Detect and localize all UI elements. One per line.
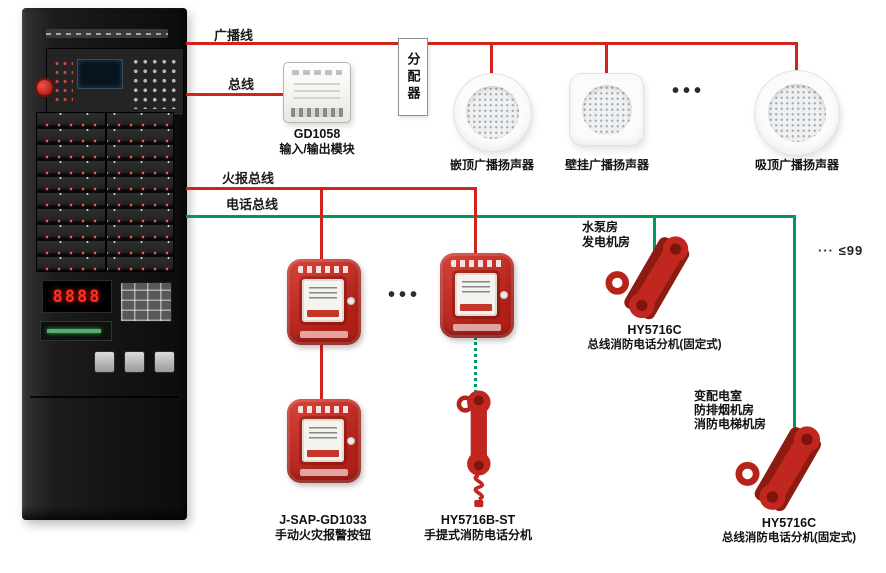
wire-drop-speaker-3	[795, 42, 798, 73]
speaker-recessed	[454, 74, 531, 151]
speaker-grille-icon	[466, 86, 519, 139]
call-point-red-strip	[307, 450, 339, 457]
wire-drop-callpoint-1	[320, 187, 323, 259]
io-module-terminals	[291, 108, 343, 117]
call-point-glass	[302, 279, 344, 322]
fixed-phone-1-icon	[605, 236, 690, 320]
wire-broadcast-right	[427, 42, 798, 45]
call-point-header-text	[298, 406, 350, 413]
speaker-ceiling	[755, 71, 839, 155]
io-module-title-strip	[292, 70, 342, 75]
call-point-ellipsis: •••	[388, 284, 422, 306]
fire-alarm-control-cabinet: 8888	[22, 8, 187, 520]
phone-jack-icon	[500, 291, 508, 299]
speaker-recessed-label: 嵌顶广播扬声器	[449, 158, 534, 172]
io-module-model: GD1058	[293, 127, 341, 141]
call-point-glass	[455, 273, 497, 316]
lcd-screen	[77, 59, 123, 89]
label-fire-bus: 火报总线	[222, 171, 275, 186]
wire-broadcast-left	[186, 42, 399, 45]
portable-phone-label: HY5716B-ST 手提式消防电话分机	[423, 513, 532, 542]
control-switch	[154, 351, 175, 373]
fixed-phone-1-rooms: 水泵房 发电机房	[582, 220, 631, 249]
call-point-footer-text	[453, 324, 501, 331]
panel-button-grid	[131, 57, 179, 109]
control-switch	[124, 351, 145, 373]
call-point-glass	[302, 419, 344, 462]
label-broadcast-line: 广播线	[214, 28, 254, 43]
speaker-ceiling-label: 吸顶广播扬声器	[754, 158, 839, 172]
brand-logo-icon	[35, 78, 54, 97]
wire-drop-speaker-1	[490, 42, 493, 76]
call-point-instructions	[462, 281, 490, 294]
phone-jack-icon	[347, 297, 355, 305]
call-point-red-strip	[307, 310, 339, 317]
control-switch-row	[94, 348, 184, 376]
speaker-grille-icon	[768, 84, 826, 142]
phone-jack-icon	[347, 437, 355, 445]
secondary-display	[40, 321, 112, 341]
keypad	[120, 282, 172, 322]
call-point-instructions	[309, 287, 337, 300]
manual-call-point-3	[287, 399, 361, 483]
distributor-box: 分配器	[398, 38, 428, 116]
wire-phone-bus	[186, 215, 796, 218]
io-module-label: GD1058 输入/输出模块	[250, 127, 384, 157]
call-point-footer-text	[300, 331, 348, 338]
call-point-header-text	[298, 266, 350, 273]
call-point-label: J-SAP-GD1033 手动火灾报警按钮	[274, 513, 371, 542]
fixed-phone-1-label: HY5716C 总线消防电话分机(固定式)	[587, 323, 722, 351]
speaker-ellipsis: •••	[672, 80, 706, 102]
call-point-red-strip	[460, 304, 492, 311]
call-point-footer-text	[300, 469, 348, 476]
wire-drop-speaker-2	[605, 42, 608, 76]
wire-fire-bus	[186, 187, 477, 190]
fixed-phone-2-rooms: 变配电室 防排烟机房 消防电梯机房	[694, 389, 767, 431]
speaker-wall	[570, 74, 643, 145]
io-module-gd1058	[283, 62, 351, 123]
wire-callpoint-link	[320, 344, 323, 399]
wire-drop-phone-1	[653, 215, 656, 253]
wire-main-bus	[186, 93, 285, 96]
capacity-note: ··· ≤99	[818, 243, 864, 258]
indicator-leds	[53, 59, 73, 107]
distributor-label: 分配器	[405, 51, 421, 103]
cabinet-main-display-panel	[46, 48, 184, 116]
portable-phone-icon	[456, 390, 491, 508]
loop-module-bays	[36, 112, 174, 272]
led-readout: 8888	[42, 280, 112, 313]
call-point-header-text	[451, 260, 503, 267]
call-point-instructions	[309, 427, 337, 440]
label-phone-bus: 电话总线	[226, 197, 279, 212]
cabinet-header-strip	[46, 29, 168, 38]
fixed-phone-2-icon	[735, 426, 821, 512]
wire-drop-callpoint-2	[474, 187, 477, 253]
io-module-name: 输入/输出模块	[279, 142, 355, 156]
fixed-phone-2-label: HY5716C 总线消防电话分机(固定式)	[721, 516, 857, 544]
wire-drop-phone-2	[793, 215, 796, 450]
control-switch	[94, 351, 115, 373]
cabinet-panel-seam	[30, 396, 179, 398]
wire-handset-cord-link	[474, 337, 477, 399]
manual-call-point-1	[287, 259, 361, 345]
manual-call-point-2	[440, 253, 514, 338]
speaker-wall-label: 壁挂广播扬声器	[564, 158, 649, 172]
label-main-bus: 总线	[228, 77, 255, 92]
speaker-grille-icon	[581, 84, 632, 135]
io-module-text-lines	[294, 83, 340, 99]
